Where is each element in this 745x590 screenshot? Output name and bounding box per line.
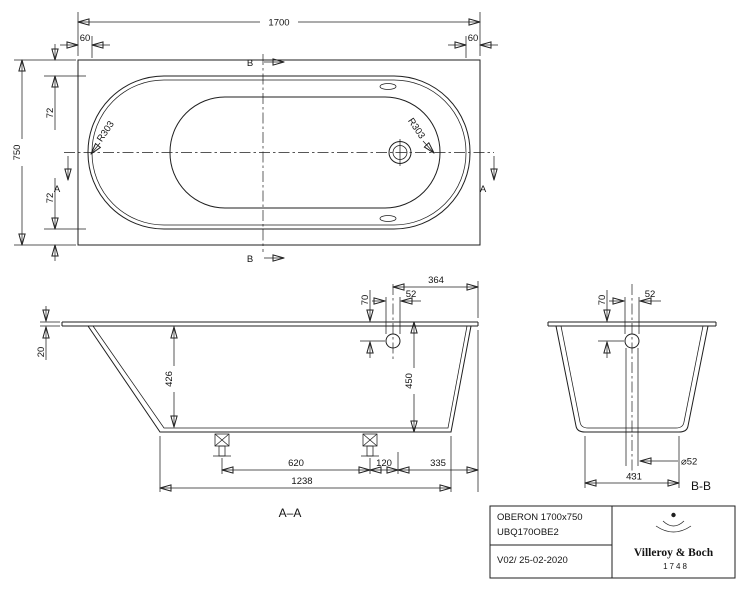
dim-1238: 1238 [160, 436, 451, 492]
dim-364-value: 364 [428, 275, 444, 286]
dim-20-value: 20 [36, 347, 47, 358]
title-block: OBERON 1700x750 UBQ170OBE2 V02/ 25-02-20… [489, 505, 736, 579]
section-marker-a: A A [54, 156, 494, 195]
dim-60-right: 60 [448, 33, 498, 58]
dim-72-bottom: 72 [44, 178, 86, 261]
plan-view: B B A A R303 R303 1700 60 [12, 12, 498, 265]
dim-426: 426 [164, 327, 175, 427]
dim-72-top: 72 [44, 44, 86, 130]
title-product: OBERON 1700x750 [497, 512, 583, 523]
dim-120-value: 120 [376, 458, 392, 469]
title-revision: V02/ 25-02-2020 [497, 555, 568, 566]
section-bb-title: B-B [691, 479, 711, 493]
section-a-label-right: A [480, 184, 487, 195]
dim-70-aa-value: 70 [360, 295, 371, 306]
section-aa-title: A–A [279, 506, 302, 520]
dim-1700-value: 1700 [268, 18, 289, 29]
dim-drain-dia: ⌀52 [640, 457, 697, 468]
dim-335-value: 335 [430, 458, 446, 469]
dim-52-aa: 52 [372, 289, 421, 301]
aa-shell-outer [87, 325, 472, 433]
bb-shell-outer [555, 325, 709, 433]
section-b-label-bottom: B [247, 254, 253, 265]
dim-drain-dia-value: ⌀52 [681, 457, 697, 468]
brand-logo-icon [655, 512, 692, 533]
title-code: UBQ170OBE2 [497, 527, 559, 538]
brand-established: 1748 [663, 562, 689, 571]
dim-70-bb-value: 70 [597, 295, 608, 306]
dim-52-bb: 52 [609, 289, 661, 301]
dim-620: 620 [222, 458, 370, 474]
dim-120: 120 [370, 452, 398, 474]
aa-overflow [360, 284, 401, 362]
section-aa-view: 364 70 52 20 426 450 [36, 275, 479, 520]
fixture-hole-top [379, 83, 397, 90]
dim-72-bottom-value: 72 [45, 193, 56, 204]
dim-450-value: 450 [404, 373, 415, 389]
dim-426-value: 426 [164, 371, 175, 387]
dim-70-bb: 70 [597, 290, 608, 358]
dim-750-value: 750 [12, 145, 23, 161]
aa-foot-left [213, 433, 231, 457]
aa-foot-right [361, 433, 379, 457]
radius-annotations: R303 R303 [91, 116, 434, 154]
plan-centerlines [64, 54, 494, 252]
dim-20: 20 [36, 306, 60, 360]
section-bb-view: 70 52 ⌀52 431 B-B [547, 284, 717, 493]
dim-1238-value: 1238 [291, 476, 312, 487]
fixture-hole-bottom [379, 215, 397, 222]
aa-shell-inner [92, 325, 468, 429]
brand-name: Villeroy & Boch [634, 547, 714, 559]
section-b-label-top: B [247, 58, 253, 69]
dim-1700: 1700 [78, 12, 480, 56]
section-a-label-left: A [54, 184, 61, 195]
radius-right-label: R303 [405, 116, 427, 141]
dim-72-top-value: 72 [45, 108, 56, 119]
dim-52-aa-value: 52 [406, 289, 417, 300]
dim-431: 431 [585, 436, 679, 488]
dim-335: 335 [398, 330, 478, 492]
dim-60-left-value: 60 [80, 33, 91, 44]
dim-620-value: 620 [288, 458, 304, 469]
dim-450: 450 [404, 322, 415, 432]
dim-60-left: 60 [60, 33, 110, 58]
dim-364: 364 [393, 275, 478, 318]
bb-overflow-drain [598, 284, 640, 476]
section-marker-b: B B [247, 58, 284, 265]
dim-750: 750 [12, 60, 76, 245]
aa-outline [61, 321, 479, 433]
dim-60-right-value: 60 [468, 33, 479, 44]
dim-431-value: 431 [626, 472, 642, 483]
dim-70-aa: 70 [360, 290, 371, 358]
dim-52-bb-value: 52 [645, 289, 656, 300]
